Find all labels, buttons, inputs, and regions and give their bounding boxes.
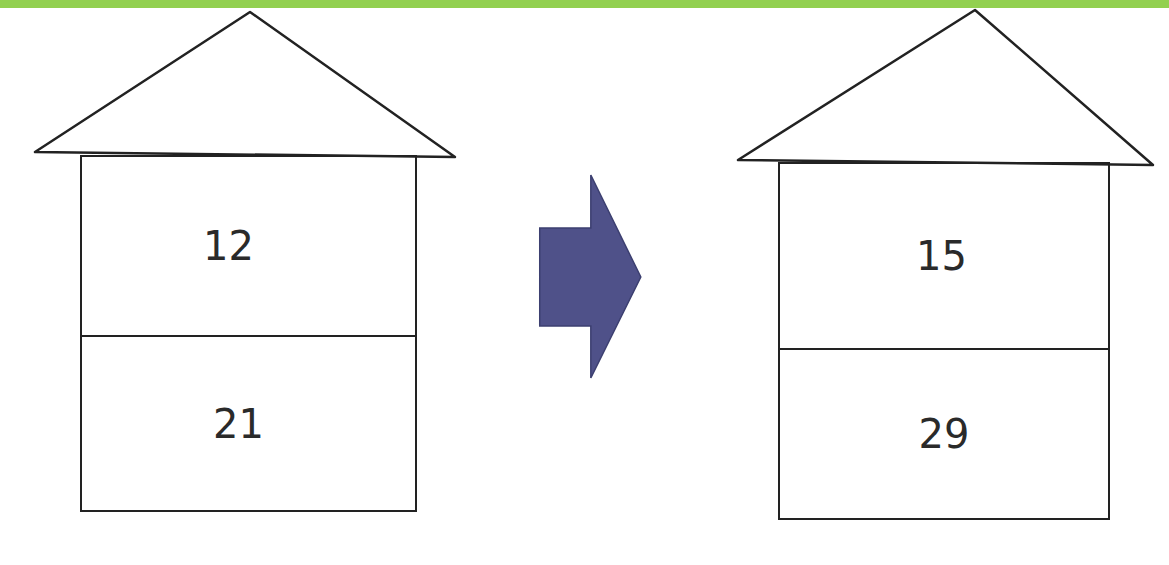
number-label: 12	[203, 223, 254, 269]
top-bar	[0, 0, 1169, 8]
number-cell: 15	[780, 164, 1108, 350]
number-label: 15	[916, 233, 967, 279]
roof	[738, 10, 1153, 165]
house-body: 1529	[778, 162, 1110, 520]
number-label: 21	[213, 401, 264, 447]
block-arrow	[540, 175, 641, 378]
number-label: 29	[919, 411, 970, 457]
number-cell: 29	[780, 350, 1108, 518]
roof	[35, 12, 455, 157]
house-body: 12 21	[80, 155, 417, 512]
number-cell: 21	[82, 337, 415, 510]
number-cell: 12	[82, 157, 415, 337]
